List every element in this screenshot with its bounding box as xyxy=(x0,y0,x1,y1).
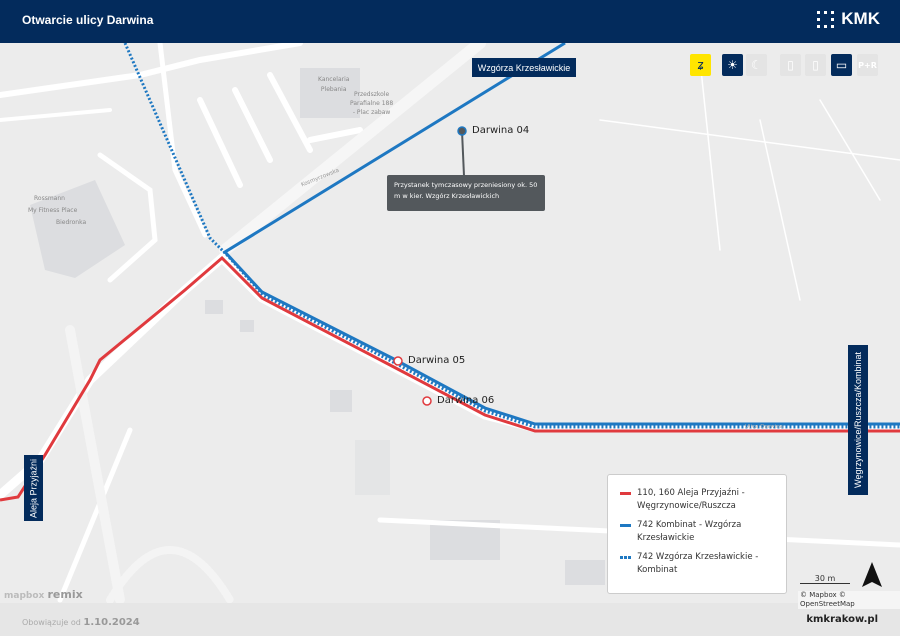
terminus-label-west[interactable]: Aleja Przyjaźni xyxy=(24,455,43,521)
red-line-swatch xyxy=(620,492,631,495)
brand-logos: mapbox remix xyxy=(4,588,83,601)
stop-darwina-05-marker[interactable] xyxy=(393,356,403,366)
valid-from: Obowiązuje od 1.10.2024 xyxy=(22,617,140,628)
tooltip-pointer xyxy=(461,130,465,177)
site-link[interactable]: kmkrakow.pl xyxy=(806,614,878,625)
tram-small-filter-button[interactable]: ▯ xyxy=(805,54,826,76)
bus-icon: ▭ xyxy=(835,58,848,72)
mapbox-logo: mapbox xyxy=(4,591,45,601)
blue-dotted-swatch xyxy=(620,556,631,559)
route-toggle-button[interactable]: ʑ xyxy=(690,54,711,76)
tram-filter-button[interactable]: ▯ xyxy=(780,54,801,76)
day-mode-button[interactable]: ☀ xyxy=(722,54,743,76)
night-mode-button[interactable]: ☾ xyxy=(746,54,767,76)
poi-label: Parafialne 188 xyxy=(350,100,394,107)
bus-filter-button[interactable]: ▭ xyxy=(831,54,852,76)
north-arrow-icon xyxy=(862,562,882,587)
poi-label: - Plac zabaw xyxy=(352,109,391,116)
kmk-logo[interactable]: KMK xyxy=(817,9,880,29)
stop-name-darwina-05[interactable]: Darwina 05 xyxy=(408,355,466,366)
poi-label: Biedronka xyxy=(56,219,87,226)
poi-label: Plebania xyxy=(320,86,347,93)
terminus-label-north[interactable]: Wzgórza Krzesławickie xyxy=(472,58,576,77)
page-title: Otwarcie ulicy Darwina xyxy=(22,13,154,27)
remix-logo: remix xyxy=(47,588,83,601)
stop-name-darwina-06[interactable]: Darwina 06 xyxy=(437,395,495,406)
stop-darwina-06-marker[interactable] xyxy=(422,396,432,406)
blue-line-swatch xyxy=(620,524,631,527)
sun-icon: ☀ xyxy=(727,58,738,72)
poi-label: Rossmann xyxy=(34,195,65,202)
route-icon: ʑ xyxy=(697,58,704,72)
legend-item: 742 Wzgórza Krzesławickie - Kombinat xyxy=(620,551,774,577)
scale-bar: 30 m xyxy=(800,574,850,584)
moon-icon: ☾ xyxy=(751,58,762,72)
legend: 110, 160 Aleja Przyjaźni - Węgrzynowice/… xyxy=(607,474,787,594)
legend-label: 742 Kombinat - Wzgórza Krzesławickie xyxy=(637,520,742,543)
stop-info-tooltip: Przystanek tymczasowy przeniesiony ok. 5… xyxy=(387,175,545,211)
poi-label: Przedszkole xyxy=(353,91,390,98)
header-bar: Otwarcie ulicy Darwina KMK xyxy=(0,0,900,43)
buildings xyxy=(30,68,605,585)
footer: Obowiązuje od 1.10.2024 kmkrakow.pl xyxy=(0,603,900,636)
park-and-ride-button[interactable]: P+R xyxy=(857,54,878,76)
legend-item: 110, 160 Aleja Przyjaźni - Węgrzynowice/… xyxy=(620,487,774,513)
tram-icon: ▯ xyxy=(787,58,794,72)
poi-label: My Fitness Place xyxy=(28,207,78,214)
stop-name-darwina-04[interactable]: Darwina 04 xyxy=(472,125,530,136)
street-label: Ulica Darwina xyxy=(745,424,783,430)
stop-darwina-04-marker[interactable] xyxy=(457,126,467,136)
terminus-label-east[interactable]: Węgrzynowice/Ruszcza/Kombinat xyxy=(848,345,868,495)
map-attribution[interactable]: © Mapbox © OpenStreetMap xyxy=(798,591,900,609)
tram-small-icon: ▯ xyxy=(812,58,819,72)
legend-item: 742 Kombinat - Wzgórza Krzesławickie xyxy=(620,519,774,545)
kmk-logo-icon xyxy=(817,10,835,28)
legend-label: 742 Wzgórza Krzesławickie - Kombinat xyxy=(637,552,759,575)
park-and-ride-icon: P+R xyxy=(858,60,877,70)
valid-prefix: Obowiązuje od xyxy=(22,618,81,627)
route-742-wzgorza-kombinat-line[interactable] xyxy=(123,43,900,429)
legend-label: 110, 160 Aleja Przyjaźni - Węgrzynowice/… xyxy=(637,488,745,511)
logo-text: KMK xyxy=(841,9,880,28)
poi-label: Kancelaria xyxy=(318,76,350,83)
map-canvas[interactable] xyxy=(0,43,900,603)
valid-date: 1.10.2024 xyxy=(83,617,140,628)
